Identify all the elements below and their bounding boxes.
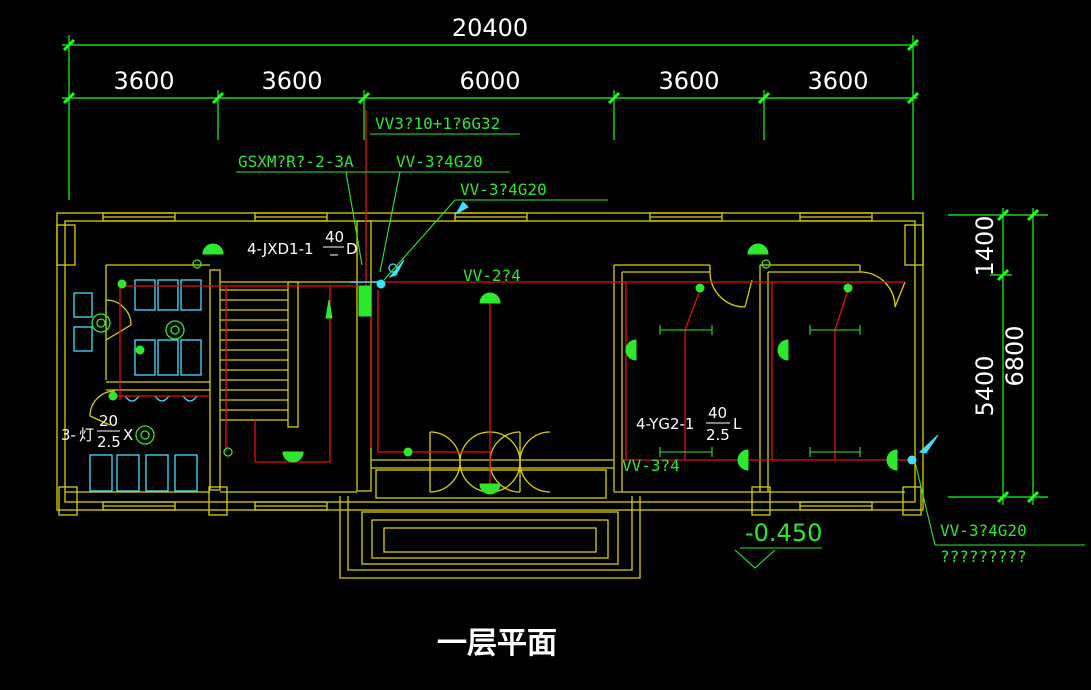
cyan-markers <box>376 201 939 465</box>
dim-right-1400: 1400 <box>971 215 999 276</box>
dim-bay-2: 3600 <box>261 67 322 95</box>
top-dimensions <box>62 35 920 200</box>
dim-bay-5: 3600 <box>807 67 868 95</box>
leader-lines <box>236 133 1085 569</box>
exit-note-label: ????????? <box>940 547 1027 566</box>
panel-left-suffix: D <box>346 240 358 258</box>
dim-right-6800: 6800 <box>1001 325 1029 386</box>
dim-bay-1: 3600 <box>113 67 174 95</box>
panel-right-suffix: L <box>733 415 742 433</box>
fixture-left-suffix: X <box>123 426 133 444</box>
dim-overall: 20400 <box>452 14 528 42</box>
panel-right-bottom: 2.5 <box>706 426 730 444</box>
right-dimensions <box>948 208 1048 505</box>
exit-cable-label: VV-3?4G20 <box>940 521 1027 540</box>
building-walls <box>56 212 924 579</box>
panel-left-prefix: 4-JXD1-1 <box>247 240 314 258</box>
panel-right-prefix: 4-YG2-1 <box>636 415 694 433</box>
dim-right-5400: 5400 <box>971 355 999 416</box>
box-cable-label: VV-3?4G20 <box>396 152 483 171</box>
drawing-title: 一层平面 <box>437 626 557 661</box>
ceiling-lights <box>91 259 771 457</box>
main-feeder-label: VV3?10+1?6G32 <box>375 114 500 133</box>
panel-right-top: 40 <box>708 404 727 422</box>
wiring <box>113 110 912 488</box>
hall-cable-label: VV-2?4 <box>463 266 521 285</box>
light-fixtures <box>108 243 898 495</box>
right-cable-label: VV-3?4 <box>622 456 680 475</box>
toilet-fixtures <box>73 263 398 492</box>
fixture-left-top: 20 <box>99 412 118 430</box>
fixture-left-prefix: 3- <box>61 426 76 444</box>
dim-bay-4: 3600 <box>658 67 719 95</box>
fixture-lamp-glyph: 灯 <box>79 426 94 444</box>
branch-cable-label: VV-3?4G20 <box>460 180 547 199</box>
panel-left-top: 40 <box>325 228 344 246</box>
elevation-label: -0.450 <box>745 519 822 547</box>
dim-bay-3: 6000 <box>459 67 520 95</box>
box-spec-label: GSXM?R?-2-3A <box>238 152 354 171</box>
fixture-left-bottom: 2.5 <box>97 433 121 451</box>
